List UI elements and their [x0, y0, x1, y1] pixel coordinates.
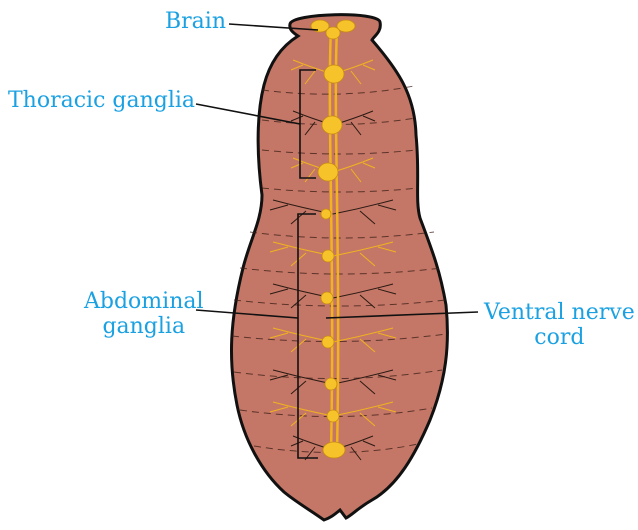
ventral-nerve-cord-label: Ventral nerve cord — [484, 300, 635, 350]
brain-ganglion-right — [337, 20, 355, 32]
abdominal-ganglion-2 — [322, 250, 334, 262]
abdominal-ganglia-label-line1: Abdominal — [84, 289, 204, 314]
abdominal-ganglion-4 — [322, 336, 334, 348]
ventral-nerve-cord-label-line1: Ventral nerve — [484, 300, 635, 325]
abdominal-ganglion-terminal — [323, 442, 345, 458]
thoracic-ganglion-3 — [318, 163, 338, 181]
abdominal-ganglion-3 — [321, 292, 333, 304]
thoracic-ganglia-label: Thoracic ganglia — [8, 88, 195, 113]
abdominal-ganglion-1 — [321, 209, 331, 219]
brain-label: Brain — [165, 9, 226, 34]
brain-ganglion-center — [326, 27, 340, 39]
thoracic-ganglion-1 — [324, 65, 344, 83]
abdominal-ganglia-label-line2: ganglia — [84, 314, 204, 339]
thoracic-ganglion-2 — [322, 116, 342, 134]
abdominal-ganglion-5 — [325, 378, 337, 390]
ventral-nerve-cord-label-line2: cord — [484, 325, 635, 350]
abdominal-ganglia-label: Abdominal ganglia — [84, 289, 204, 339]
abdominal-ganglion-6 — [327, 410, 339, 422]
